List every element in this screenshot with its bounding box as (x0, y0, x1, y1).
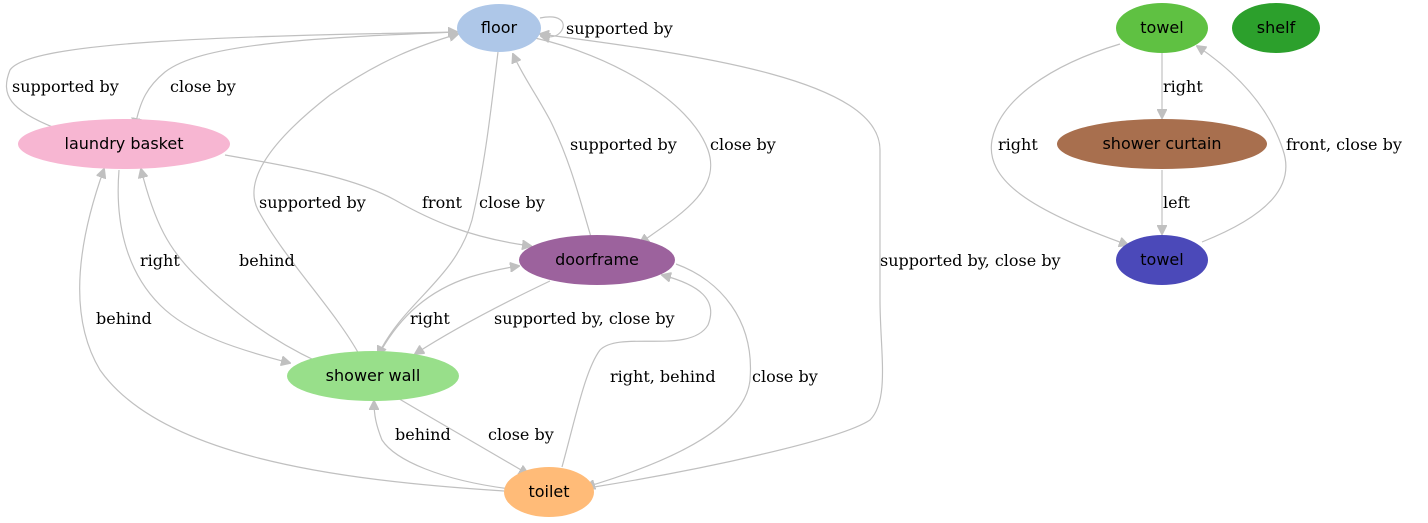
label-wall-toilet: close by (488, 425, 554, 444)
label-doorframe-wall: supported by, close by (494, 309, 675, 328)
edge-wall-basket (141, 169, 319, 363)
edge-toilet-wall (374, 401, 511, 490)
node-doorframe-label: doorframe (555, 250, 639, 269)
node-shelf-label: shelf (1257, 18, 1296, 37)
label-wall-floor: supported by (259, 193, 366, 212)
label-wall-basket: behind (239, 251, 295, 270)
label-toilet-basket: behind (96, 309, 152, 328)
node-shower-curtain-shape (1057, 119, 1267, 169)
label-towel-back: front, close by (1286, 135, 1402, 154)
edge-wall-doorframe (377, 266, 519, 357)
nodes: floor laundry basket doorframe shower wa… (18, 3, 1320, 517)
edges (5, 16, 1287, 492)
node-towel-bottom-shape (1116, 235, 1208, 285)
edge-toilet-floor (540, 34, 884, 488)
label-floor-wall: close by (479, 193, 545, 212)
node-floor-shape (457, 4, 541, 52)
edge-doorframe-wall (415, 280, 551, 354)
label-toilet-floor: supported by, close by (880, 251, 1061, 270)
label-basket-doorframe: front (422, 193, 463, 212)
edge-floor-basket (135, 31, 459, 127)
label-curtain-towel: left (1163, 193, 1191, 212)
edge-wall-toilet (395, 396, 528, 474)
node-shower-wall-label: shower wall (326, 366, 421, 385)
edge-toilet-doorframe (561, 275, 712, 468)
node-doorframe[interactable]: doorframe (519, 235, 675, 285)
label-wall-doorframe: right (410, 309, 450, 328)
label-floor-basket: close by (170, 77, 236, 96)
node-shelf[interactable]: shelf (1232, 3, 1320, 53)
edge-basket-doorframe (224, 154, 531, 246)
label-basket-floor: supported by (12, 77, 119, 96)
label-toilet-wall: behind (395, 425, 451, 444)
node-shower-wall-shape (287, 351, 459, 401)
edge-doorframe-toilet (586, 263, 752, 487)
edge-towel-back (1197, 46, 1287, 243)
label-floor-self: supported by (566, 19, 673, 38)
edge-towel-towel (990, 43, 1128, 245)
edge-floor-wall (378, 51, 499, 355)
node-floor-label: floor (481, 18, 518, 37)
node-shelf-shape (1232, 3, 1320, 53)
node-towel-top-label: towel (1140, 18, 1183, 37)
node-shower-wall[interactable]: shower wall (287, 351, 459, 401)
label-floor-doorframe-a: supported by (570, 135, 677, 154)
label-basket-wall: right (140, 251, 180, 270)
edge-basket-floor (5, 32, 457, 129)
node-shower-curtain-label: shower curtain (1102, 134, 1221, 153)
label-doorframe-toilet: close by (752, 367, 818, 386)
node-shower-curtain[interactable]: shower curtain (1057, 119, 1267, 169)
node-towel-top[interactable]: towel (1116, 3, 1208, 53)
label-floor-doorframe-b: close by (710, 135, 776, 154)
node-laundry-basket[interactable]: laundry basket (18, 119, 230, 169)
edge-doorframe-floor (513, 54, 592, 238)
label-towel-curtain: right (1163, 77, 1203, 96)
node-towel-bottom-label: towel (1140, 250, 1183, 269)
node-floor[interactable]: floor (457, 4, 541, 52)
node-laundry-basket-label: laundry basket (65, 134, 184, 153)
edge-floor-doorframe (534, 37, 712, 243)
edge-labels: supported by supported by close by suppo… (12, 19, 1402, 444)
label-towel-towel: right (998, 135, 1038, 154)
label-toilet-doorframe: right, behind (610, 367, 716, 386)
node-laundry-basket-shape (18, 119, 230, 169)
node-towel-top-shape (1116, 3, 1208, 53)
node-towel-bottom[interactable]: towel (1116, 235, 1208, 285)
node-toilet[interactable]: toilet (504, 467, 594, 517)
edge-basket-wall (117, 169, 290, 363)
edge-toilet-basket (79, 169, 505, 492)
node-toilet-label: toilet (528, 482, 569, 501)
node-doorframe-shape (519, 235, 675, 285)
node-toilet-shape (504, 467, 594, 517)
